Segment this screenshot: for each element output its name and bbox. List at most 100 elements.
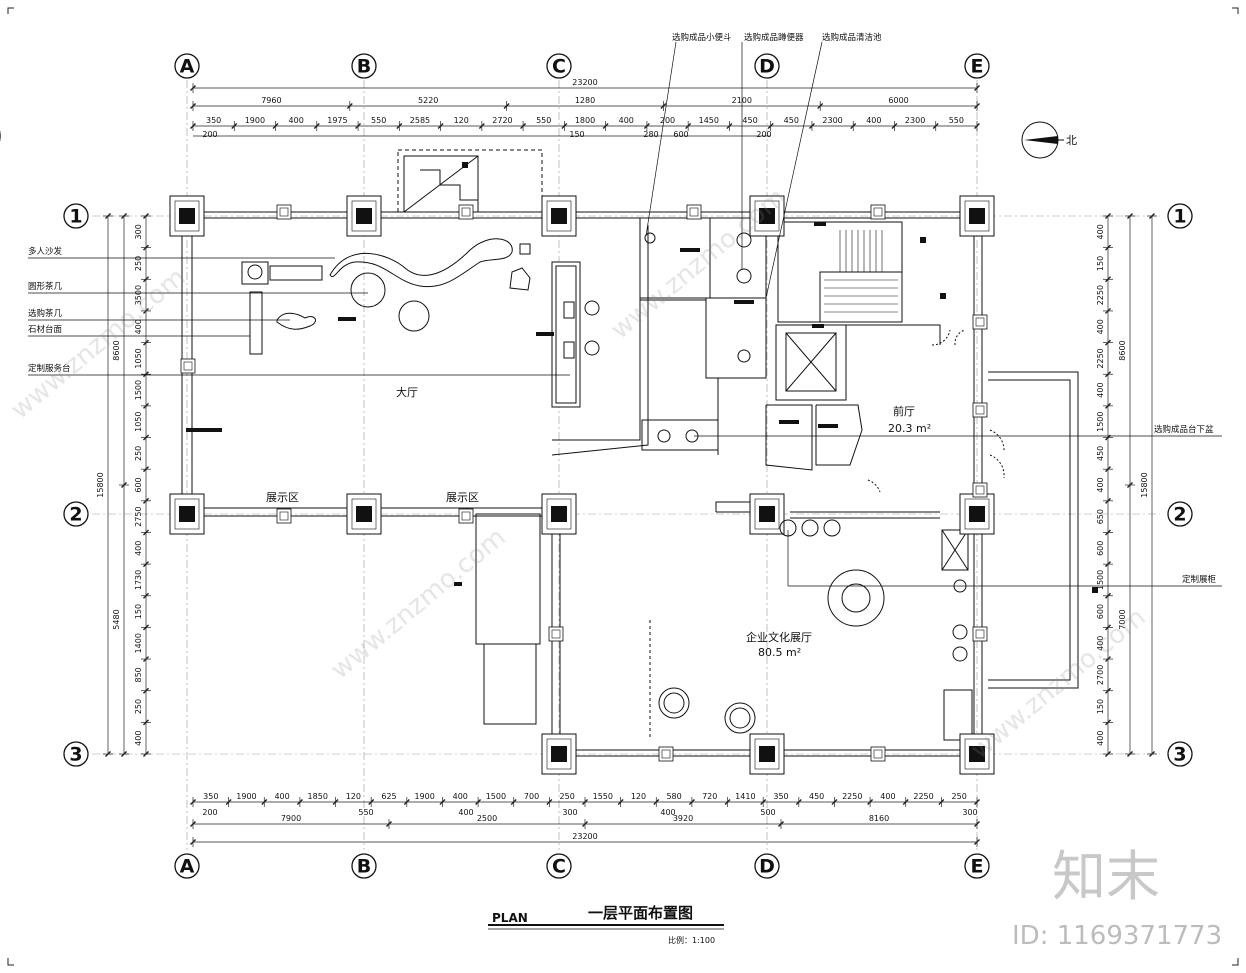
north-compass-icon xyxy=(1021,121,1064,159)
callout-service-desk: 定制服务台 xyxy=(28,363,71,374)
dim-left-inner: 400 xyxy=(134,731,143,746)
room-label-front-hall: 前厅 xyxy=(893,404,915,418)
dim-top-row2: 120 xyxy=(454,116,469,125)
dim-top-row2: 1900 xyxy=(245,116,265,125)
callout-round-table: 圆形茶几 xyxy=(28,281,63,292)
axis-bubble-top-A: A xyxy=(174,53,200,79)
dim-right-inner: 2700 xyxy=(1096,665,1105,685)
dim-top-row3: 150 xyxy=(569,130,584,139)
dim-top-row2: 350 xyxy=(206,116,221,125)
axis-bubble-left-3-label: 3 xyxy=(69,744,82,766)
axis-bubble-left-3: 3 xyxy=(63,741,89,767)
dim-left-outer: 5480 xyxy=(112,609,121,629)
dim-right-inner: 1500 xyxy=(1096,570,1105,590)
callout-tea-table: 选购茶几 xyxy=(28,308,63,319)
dim-left-inner: 2750 xyxy=(134,506,143,526)
pilaster xyxy=(972,482,988,498)
pilaster xyxy=(458,204,474,220)
dim-bottom-row1: 2250 xyxy=(842,792,862,801)
dim-right-total: 15800 xyxy=(1140,472,1149,497)
dim-top-row2: 2720 xyxy=(492,116,512,125)
dim-top-row2: 550 xyxy=(371,116,386,125)
axis-bubble-top-D: D xyxy=(754,53,780,79)
axis-bubble-right-2: 2 xyxy=(1167,501,1193,527)
axis-bubble-right-3-label: 3 xyxy=(1173,744,1186,766)
dim-top-row2: 2300 xyxy=(822,116,842,125)
callout-squat-toilet: 选购成品蹲便器 xyxy=(744,32,804,43)
dim-top-row1: 6000 xyxy=(888,96,908,105)
axis-bubble-top-C-label: C xyxy=(552,56,566,78)
dim-bottom-row1: 1500 xyxy=(486,792,506,801)
pilaster xyxy=(548,626,564,642)
dim-right-inner: 400 xyxy=(1096,477,1105,492)
axis-bubble-top-E: E xyxy=(964,53,990,79)
urinal-icon xyxy=(644,232,656,244)
callout-stone-counter: 石材台面 xyxy=(28,324,63,335)
room-area-front-hall: 20.3 m² xyxy=(888,422,931,435)
multi-person-sofa xyxy=(329,238,513,288)
dim-top-row2: 1800 xyxy=(575,116,595,125)
dim-top-row1: 7960 xyxy=(261,96,281,105)
dim-left-inner: 3500 xyxy=(134,285,143,305)
dim-bottom-row2: 200 xyxy=(202,808,217,817)
axis-bubble-top-C: C xyxy=(546,53,572,79)
axis-bubble-bottom-C: C xyxy=(546,853,572,879)
axis-bubble-right-1-label: 1 xyxy=(1173,206,1186,228)
axis-bubble-bottom-B: B xyxy=(351,853,377,879)
axis-bubble-top-D-label: D xyxy=(759,56,775,78)
dim-bottom-row1: 720 xyxy=(702,792,717,801)
dim-right-inner: 400 xyxy=(1096,382,1105,397)
dim-bottom-row1: 625 xyxy=(381,792,396,801)
dim-left-inner: 600 xyxy=(134,477,143,492)
column-C1 xyxy=(541,195,577,237)
dim-left-inner: 1500 xyxy=(134,380,143,400)
pilaster xyxy=(870,746,886,762)
watermark-id: ID: 1169371773 xyxy=(1012,921,1222,951)
round-tea-table xyxy=(350,272,386,308)
dim-right-inner: 600 xyxy=(1096,541,1105,556)
watermark-site-3: www.znzmo.com xyxy=(965,602,1151,765)
dim-left-inner: 250 xyxy=(134,446,143,461)
dim-bottom-row2: 500 xyxy=(760,808,775,817)
lounge-chair xyxy=(509,267,531,291)
speaker-icon xyxy=(247,264,263,280)
room-label-display-2: 展示区 xyxy=(446,491,479,504)
axis-bubble-top-A-label: A xyxy=(180,56,195,78)
column-E1 xyxy=(959,195,995,237)
dim-top-row1: 5220 xyxy=(418,96,438,105)
pilaster xyxy=(972,626,988,642)
dim-top-row2: 450 xyxy=(742,116,757,125)
axis-bubble-bottom-C-label: C xyxy=(552,856,566,878)
dim-bottom-row1: 400 xyxy=(453,792,468,801)
dim-right-inner: 150 xyxy=(1096,699,1105,714)
axis-bubble-left-2-label: 2 xyxy=(69,504,82,526)
dim-left-inner: 1050 xyxy=(134,412,143,432)
dim-bottom-row3: 7900 xyxy=(281,814,301,823)
dim-bottom-row2: 300 xyxy=(962,808,977,817)
dim-top-row2: 400 xyxy=(289,116,304,125)
dim-top-row3: 200 xyxy=(756,130,771,139)
dim-right-outer: 7000 xyxy=(1118,609,1127,629)
pilaster xyxy=(870,204,886,220)
axis-bubble-top-B: B xyxy=(351,53,377,79)
dim-left-inner: 250 xyxy=(134,699,143,714)
dim-bottom-row1: 450 xyxy=(809,792,824,801)
dim-top-row2: 2585 xyxy=(410,116,430,125)
dim-left-inner: 300 xyxy=(134,224,143,239)
dim-bottom-row3: 8160 xyxy=(869,814,889,823)
axis-bubble-bottom-E-label: E xyxy=(971,856,984,878)
round-display xyxy=(827,569,885,627)
dim-right-outer: 8600 xyxy=(1118,340,1127,360)
column-D1 xyxy=(749,195,785,237)
callout-sofa: 多人沙发 xyxy=(28,246,63,257)
dim-top-row2: 400 xyxy=(619,116,634,125)
callout-cleaning-sink: 选购成品清洁池 xyxy=(822,32,882,43)
dim-bottom-row1: 700 xyxy=(524,792,539,801)
dim-bottom-row2: 300 xyxy=(562,808,577,817)
column-A2 xyxy=(169,493,205,535)
dim-right-inner: 650 xyxy=(1096,509,1105,524)
dim-right-inner: 400 xyxy=(1096,636,1105,651)
column-C2 xyxy=(541,493,577,535)
dim-bottom-row2: 400 xyxy=(458,808,473,817)
